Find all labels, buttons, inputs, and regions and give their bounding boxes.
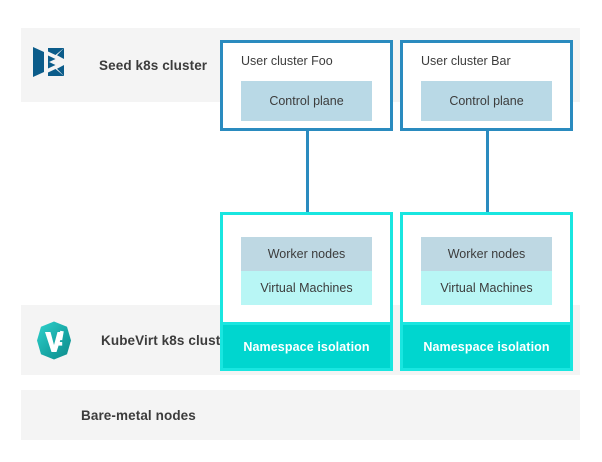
user-cluster-foo-title: User cluster Foo — [241, 54, 333, 68]
band-bare-metal-nodes: Bare-metal nodes — [21, 390, 580, 440]
user-cluster-foo-box[interactable]: User cluster Foo Control plane — [220, 40, 393, 131]
user-cluster-bar-box[interactable]: User cluster Bar Control plane — [400, 40, 573, 131]
namespace-isolation-foo: Namespace isolation — [220, 325, 393, 371]
worker-box-foo[interactable]: Worker nodes Virtual Machines — [220, 212, 393, 325]
band-label-seed: Seed k8s cluster — [99, 57, 208, 73]
namespace-isolation-bar: Namespace isolation — [400, 325, 573, 371]
connector-line-foo — [306, 130, 309, 214]
band-label-kubevirt: KubeVirt k8s cluster — [101, 332, 234, 348]
control-plane-foo: Control plane — [241, 81, 372, 121]
user-cluster-bar-title: User cluster Bar — [421, 54, 511, 68]
virtual-machines-foo: Virtual Machines — [241, 271, 372, 305]
kubevirt-logo-icon — [34, 320, 74, 361]
worker-nodes-foo: Worker nodes — [241, 237, 372, 271]
band-label-baremetal: Bare-metal nodes — [81, 407, 196, 423]
connector-line-bar — [486, 130, 489, 214]
worker-nodes-bar: Worker nodes — [421, 237, 552, 271]
kubermatic-logo-icon — [31, 45, 67, 79]
worker-box-bar[interactable]: Worker nodes Virtual Machines — [400, 212, 573, 325]
control-plane-bar: Control plane — [421, 81, 552, 121]
virtual-machines-bar: Virtual Machines — [421, 271, 552, 305]
